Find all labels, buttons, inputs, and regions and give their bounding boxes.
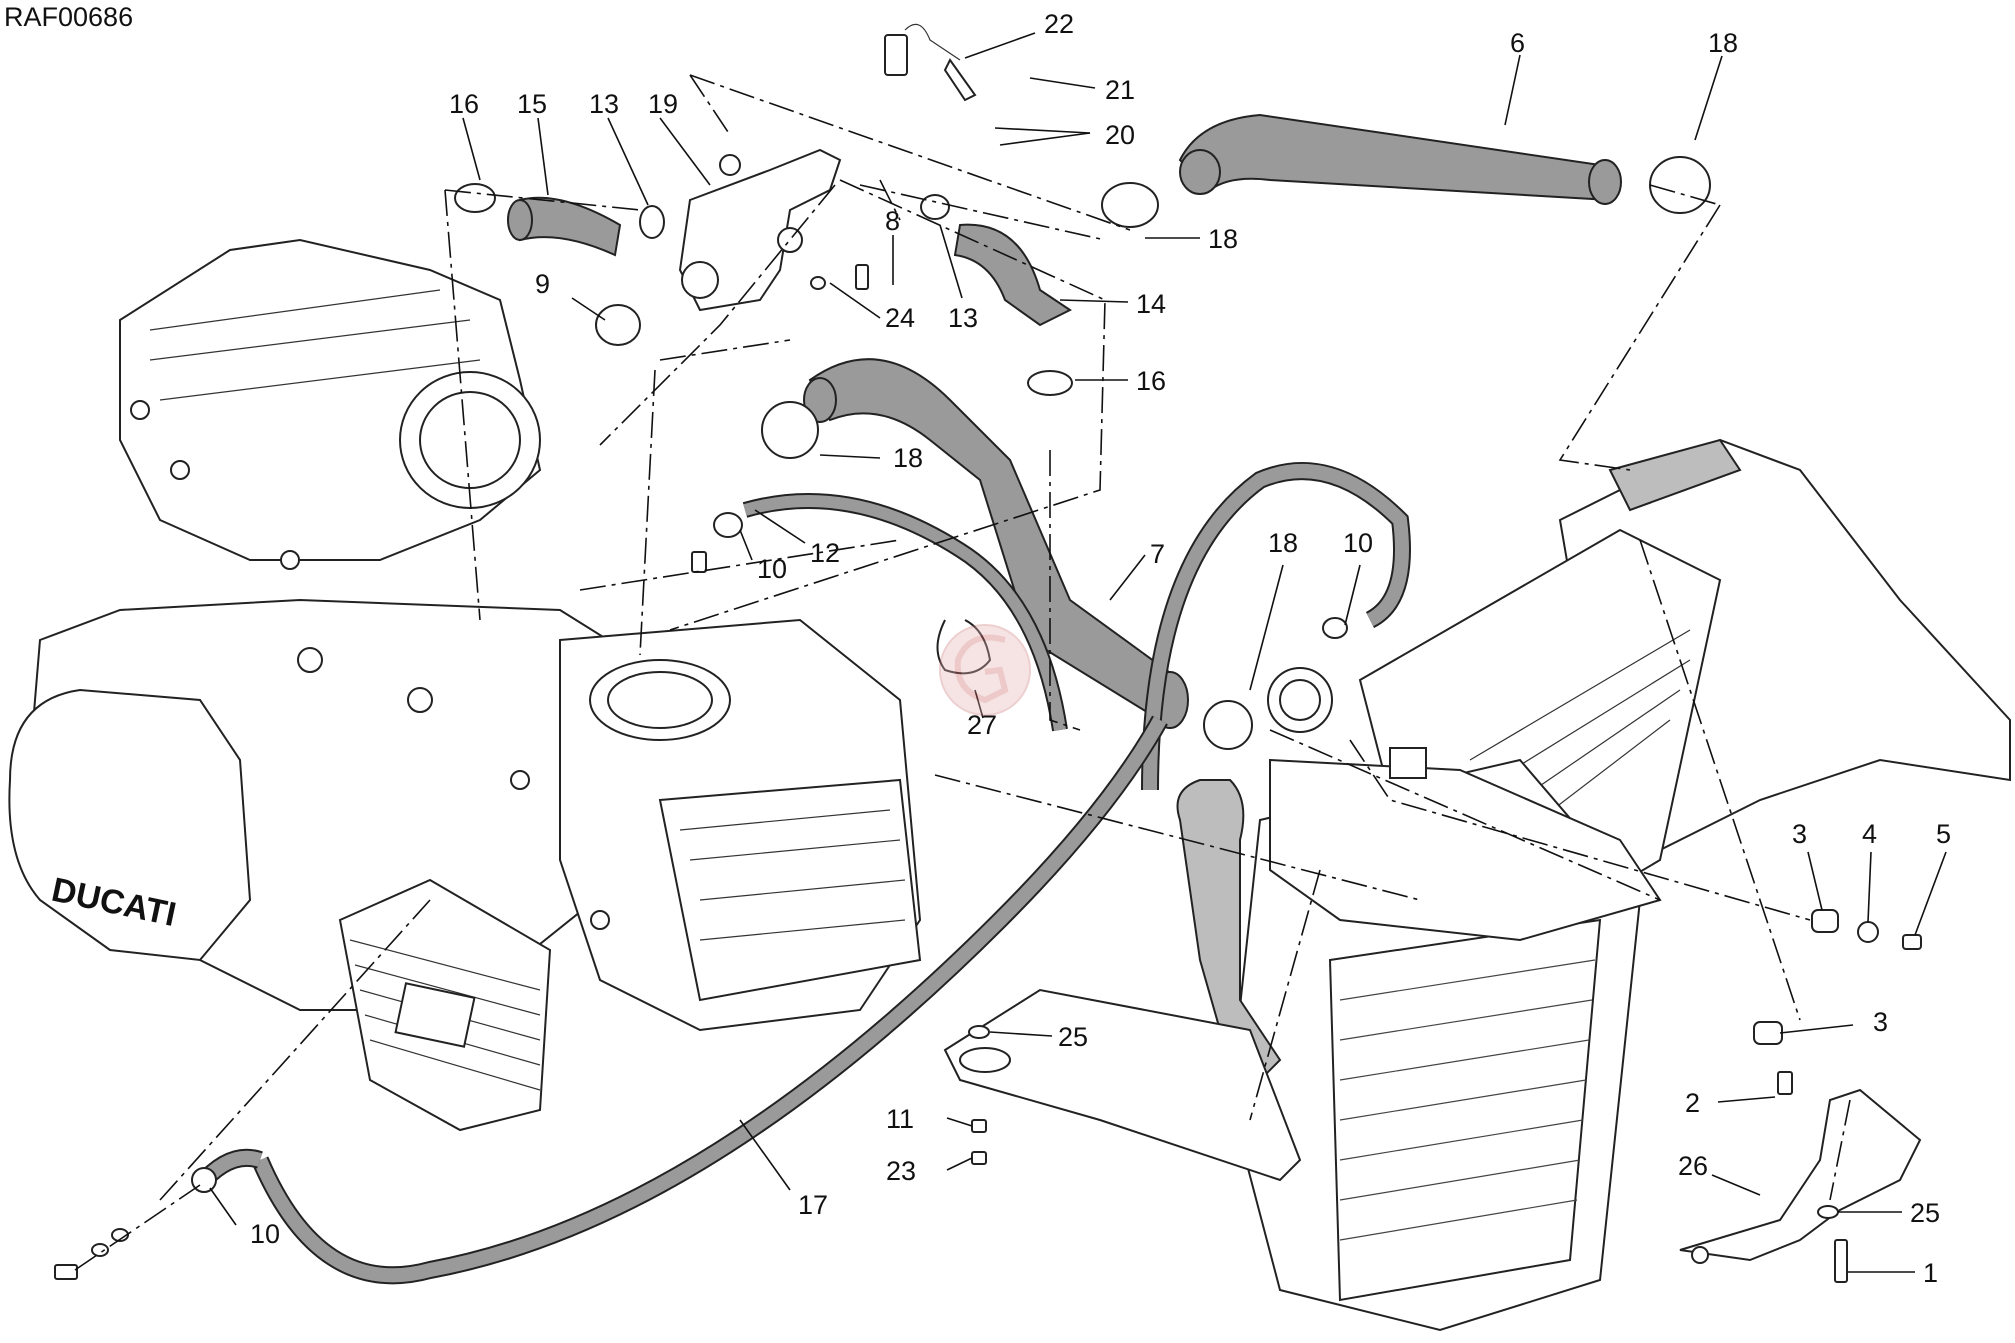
callout-17: 17: [798, 1190, 828, 1220]
callout-3-lower: 3: [1873, 1007, 1888, 1037]
callout-27: 27: [967, 710, 997, 740]
callout-10-bottom-left: 10: [250, 1219, 280, 1249]
temperature-sensor: [884, 23, 977, 102]
radiator-assembly: [943, 438, 2011, 1332]
callout-15: 15: [517, 89, 547, 119]
callout-3-upper: 3: [1792, 819, 1807, 849]
assembly-lines: [74, 74, 1851, 1271]
fasteners: [54, 264, 1922, 1283]
radiator-bracket: [1679, 1088, 1922, 1264]
callout-12: 12: [810, 538, 840, 568]
callout-26: 26: [1678, 1151, 1708, 1181]
callout-8: 8: [885, 206, 900, 236]
callout-18-top-right: 18: [1708, 28, 1738, 58]
callout-13-mid: 13: [948, 303, 978, 333]
thermostat-housing: [678, 148, 842, 312]
watermark-logo: [939, 624, 1031, 716]
callout-18-left: 18: [893, 443, 923, 473]
diagram-code: RAF00686: [4, 2, 133, 32]
callout-10-mid-left: 10: [757, 554, 787, 584]
engine-assembly: DUCATI: [8, 238, 922, 1132]
callout-21: 21: [1105, 75, 1135, 105]
callout-11: 11: [886, 1104, 914, 1134]
callout-18-right: 18: [1268, 528, 1298, 558]
callout-18-mid-top: 18: [1208, 224, 1238, 254]
callout-24: 24: [885, 303, 915, 333]
callout-9: 9: [535, 269, 550, 299]
callout-13-top: 13: [589, 89, 619, 119]
callout-16-top: 16: [449, 89, 479, 119]
callout-14: 14: [1136, 289, 1166, 319]
callout-19: 19: [648, 89, 678, 119]
callout-1: 1: [1923, 1258, 1938, 1288]
hose-clamps: [191, 156, 1711, 1193]
callout-4: 4: [1862, 819, 1877, 849]
callout-2: 2: [1685, 1088, 1700, 1118]
callout-10-right: 10: [1343, 528, 1373, 558]
callout-labels: 22 21 20 6 18 18 16 15 13 19 8 9 13 24 1…: [250, 9, 1951, 1288]
callout-6: 6: [1510, 28, 1525, 58]
callout-25-right: 25: [1910, 1198, 1940, 1228]
callout-5: 5: [1936, 819, 1951, 849]
callout-25-center: 25: [1058, 1022, 1088, 1052]
hoses: [193, 113, 1622, 1285]
leader-lines: [209, 32, 1947, 1273]
callout-7: 7: [1150, 539, 1165, 569]
callout-20: 20: [1105, 120, 1135, 150]
callout-23: 23: [886, 1156, 916, 1186]
callout-16-mid: 16: [1136, 366, 1166, 396]
callout-22: 22: [1044, 9, 1074, 39]
